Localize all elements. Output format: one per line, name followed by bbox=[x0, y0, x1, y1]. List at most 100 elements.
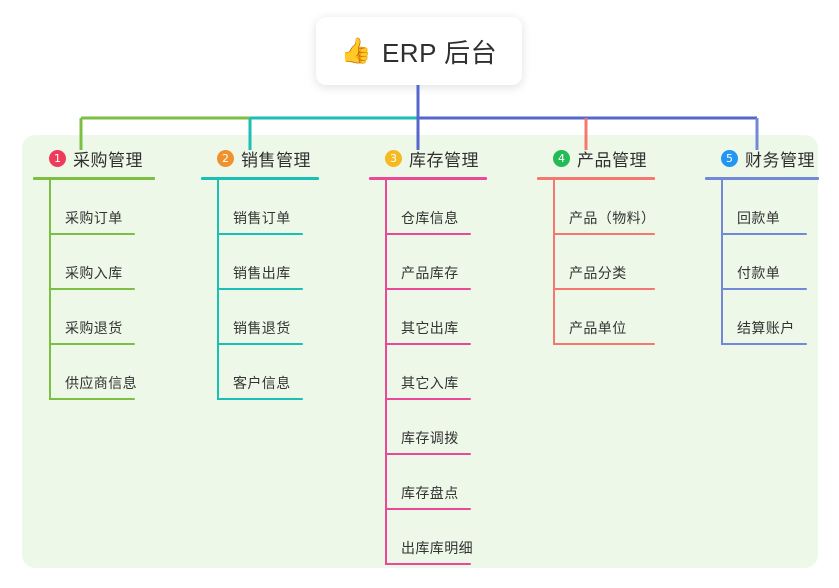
submodule-label: 仓库信息 bbox=[401, 210, 459, 226]
submodule-spine-4 bbox=[553, 180, 555, 345]
submodule-label: 产品分类 bbox=[569, 265, 627, 281]
submodule-item[interactable]: 产品（物料） bbox=[537, 180, 655, 235]
submodule-label: 其它出库 bbox=[401, 320, 459, 336]
submodule-item[interactable]: 采购订单 bbox=[33, 180, 155, 235]
submodule-underline bbox=[721, 233, 807, 235]
submodule-underline bbox=[553, 343, 655, 345]
submodule-underline bbox=[385, 233, 471, 235]
submodule-label: 采购入库 bbox=[65, 265, 123, 281]
submodule-underline bbox=[553, 233, 655, 235]
module-badge-2: 2 bbox=[217, 149, 234, 167]
submodule-underline bbox=[721, 288, 807, 290]
root-node-erp-backend[interactable]: 👍 ERP 后台 bbox=[316, 17, 522, 85]
submodule-item[interactable]: 出库库明细 bbox=[369, 510, 487, 565]
module-title-1: 采购管理 bbox=[73, 150, 143, 170]
submodule-item[interactable]: 产品库存 bbox=[369, 235, 487, 290]
thumbs-up-icon: 👍 bbox=[340, 36, 372, 65]
submodule-spine-3 bbox=[385, 180, 387, 565]
submodule-label: 回款单 bbox=[737, 210, 781, 226]
submodule-item[interactable]: 回款单 bbox=[705, 180, 819, 235]
submodule-spine-2 bbox=[217, 180, 219, 400]
module-column-5: 5 财务管理回款单付款单结算账户 bbox=[705, 145, 819, 345]
submodule-label: 采购退货 bbox=[65, 320, 123, 336]
submodule-list-5: 回款单付款单结算账户 bbox=[705, 180, 819, 345]
submodule-underline bbox=[217, 398, 303, 400]
submodule-item[interactable]: 采购退货 bbox=[33, 290, 155, 345]
submodule-item[interactable]: 其它出库 bbox=[369, 290, 487, 345]
submodule-label: 产品单位 bbox=[569, 320, 627, 336]
submodule-label: 产品（物料） bbox=[569, 210, 656, 226]
submodule-underline bbox=[217, 233, 303, 235]
modules-panel bbox=[22, 135, 818, 568]
submodule-item[interactable]: 库存调拨 bbox=[369, 400, 487, 455]
submodule-label: 销售订单 bbox=[233, 210, 291, 226]
module-header-2[interactable]: 2 销售管理 bbox=[201, 145, 319, 171]
module-underline-3 bbox=[369, 177, 487, 180]
module-badge-1: 1 bbox=[49, 149, 66, 167]
submodule-underline bbox=[49, 343, 135, 345]
submodule-item[interactable]: 仓库信息 bbox=[369, 180, 487, 235]
submodule-item[interactable]: 销售退货 bbox=[201, 290, 319, 345]
submodule-underline bbox=[385, 508, 471, 510]
submodule-item[interactable]: 付款单 bbox=[705, 235, 819, 290]
submodule-list-2: 销售订单销售出库销售退货客户信息 bbox=[201, 180, 319, 400]
submodule-item[interactable]: 客户信息 bbox=[201, 345, 319, 400]
submodule-label: 产品库存 bbox=[401, 265, 459, 281]
submodule-item[interactable]: 供应商信息 bbox=[33, 345, 155, 400]
module-title-3: 库存管理 bbox=[409, 150, 479, 170]
submodule-underline bbox=[385, 453, 471, 455]
submodule-spine-1 bbox=[49, 180, 51, 400]
submodule-label: 付款单 bbox=[737, 265, 781, 281]
module-header-5[interactable]: 5 财务管理 bbox=[705, 145, 819, 171]
submodule-underline bbox=[49, 233, 135, 235]
module-title-5: 财务管理 bbox=[745, 150, 815, 170]
module-header-4[interactable]: 4 产品管理 bbox=[537, 145, 655, 171]
submodule-label: 其它入库 bbox=[401, 375, 459, 391]
submodule-underline bbox=[721, 343, 807, 345]
module-column-4: 4 产品管理产品（物料） 产品分类产品单位 bbox=[537, 145, 655, 345]
submodule-label: 销售退货 bbox=[233, 320, 291, 336]
root-node-title: ERP 后台 bbox=[381, 37, 498, 68]
submodule-label: 结算账户 bbox=[737, 320, 795, 336]
submodule-underline bbox=[385, 288, 471, 290]
submodule-item[interactable]: 产品分类 bbox=[537, 235, 655, 290]
submodule-item[interactable]: 销售订单 bbox=[201, 180, 319, 235]
submodule-label: 客户信息 bbox=[233, 375, 291, 391]
submodule-label: 库存调拨 bbox=[401, 430, 459, 446]
submodule-underline bbox=[385, 398, 471, 400]
module-title-4: 产品管理 bbox=[577, 150, 647, 170]
submodule-item[interactable]: 销售出库 bbox=[201, 235, 319, 290]
submodule-underline bbox=[217, 343, 303, 345]
submodule-item[interactable]: 结算账户 bbox=[705, 290, 819, 345]
submodule-label: 库存盘点 bbox=[401, 485, 459, 501]
submodule-underline bbox=[49, 398, 135, 400]
module-underline-1 bbox=[33, 177, 155, 180]
submodule-underline bbox=[385, 563, 471, 565]
submodule-item[interactable]: 其它入库 bbox=[369, 345, 487, 400]
module-title-2: 销售管理 bbox=[241, 150, 311, 170]
module-column-2: 2 销售管理销售订单销售出库销售退货客户信息 bbox=[201, 145, 319, 400]
submodule-label: 供应商信息 bbox=[65, 375, 137, 391]
submodule-list-1: 采购订单采购入库采购退货供应商信息 bbox=[33, 180, 155, 400]
submodule-spine-5 bbox=[721, 180, 723, 345]
module-underline-2 bbox=[201, 177, 319, 180]
submodule-underline bbox=[385, 343, 471, 345]
module-badge-5: 5 bbox=[721, 149, 738, 167]
submodule-underline bbox=[553, 288, 655, 290]
submodule-list-3: 仓库信息产品库存其它出库其它入库库存调拨库存盘点出库库明细 bbox=[369, 180, 487, 565]
module-badge-4: 4 bbox=[553, 149, 570, 167]
submodule-label: 出库库明细 bbox=[401, 540, 473, 556]
submodule-underline bbox=[49, 288, 135, 290]
module-column-1: 1 采购管理采购订单采购入库采购退货供应商信息 bbox=[33, 145, 155, 400]
submodule-item[interactable]: 采购入库 bbox=[33, 235, 155, 290]
submodule-list-4: 产品（物料） 产品分类产品单位 bbox=[537, 180, 655, 345]
submodule-item[interactable]: 产品单位 bbox=[537, 290, 655, 345]
module-underline-4 bbox=[537, 177, 655, 180]
submodule-item[interactable]: 库存盘点 bbox=[369, 455, 487, 510]
module-underline-5 bbox=[705, 177, 819, 180]
module-header-1[interactable]: 1 采购管理 bbox=[33, 145, 155, 171]
